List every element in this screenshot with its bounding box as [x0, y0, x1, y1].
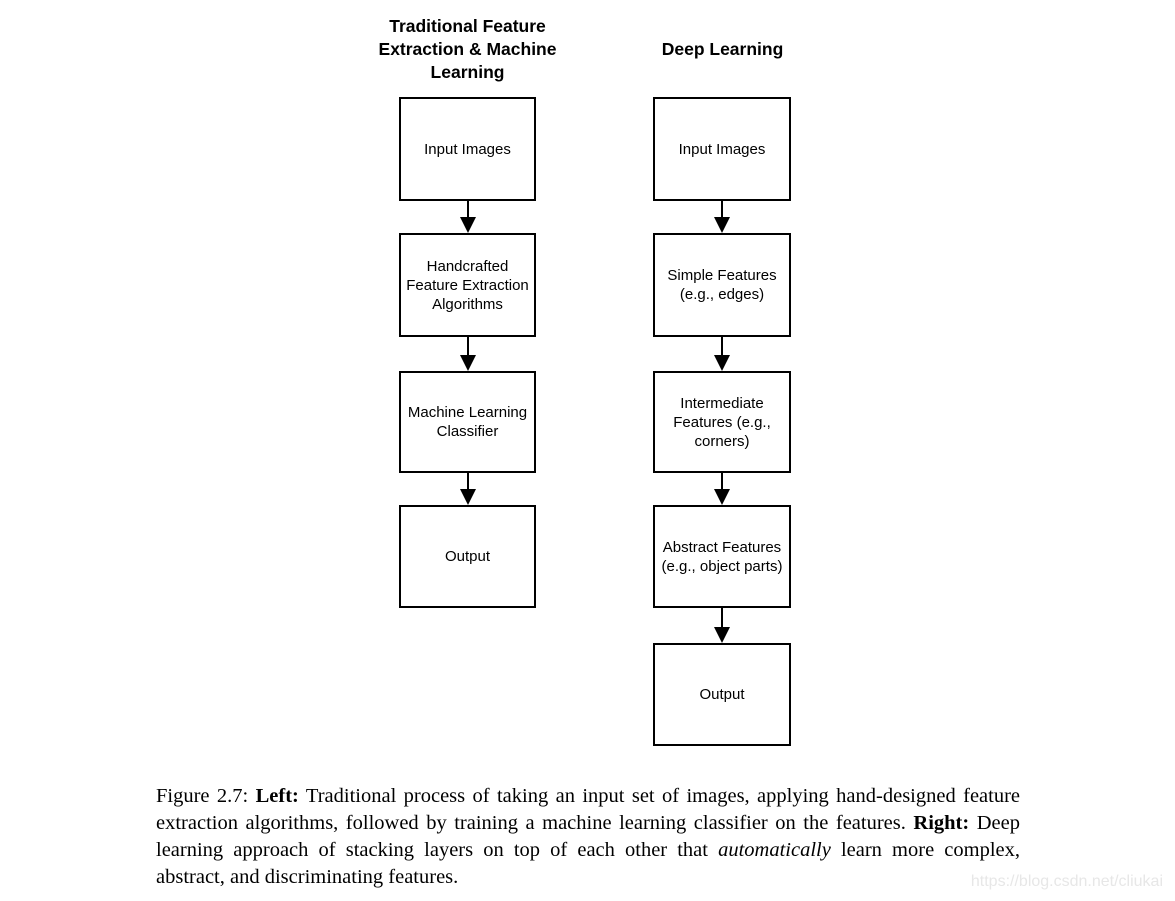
arrow-head-icon — [714, 355, 730, 371]
arrow-shaft — [721, 473, 723, 492]
flow-box-machine-learning-classifier: Machine Learning Classifier — [399, 371, 536, 473]
arrow-shaft — [467, 473, 469, 492]
arrow-head-icon — [460, 217, 476, 233]
caption-italic-word: automatically — [718, 839, 831, 861]
flow-arrow — [714, 473, 730, 505]
watermark-url: https://blog.csdn.net/cliukai — [970, 873, 1163, 890]
arrow-head-icon — [714, 627, 730, 643]
caption-right-label: Right: — [913, 812, 970, 834]
flow-box-traditional-output: Output — [399, 505, 536, 608]
caption-left-text: Traditional process of taking an input s… — [156, 785, 1021, 834]
caption-figure-label: Figure 2.7: — [156, 785, 256, 807]
flow-box-deep-input-images: Input Images — [653, 97, 791, 201]
flow-box-simple-features: Simple Features (e.g., edges) — [653, 233, 791, 337]
arrow-shaft — [721, 337, 723, 358]
flow-box-intermediate-features: Intermediate Features (e.g., corners) — [653, 371, 791, 473]
flow-arrow — [460, 201, 476, 233]
caption-left-label: Left: — [255, 785, 299, 807]
arrow-shaft — [721, 201, 723, 220]
arrow-shaft — [467, 201, 469, 220]
caption-right-text-pre: Deep learning approach of stacking layer… — [156, 812, 1020, 861]
arrow-head-icon — [714, 489, 730, 505]
figure-caption: Figure 2.7: Left: Traditional process of… — [156, 783, 1020, 891]
arrow-head-icon — [460, 489, 476, 505]
flow-box-handcrafted-feature-extraction: Handcrafted Feature Extraction Algorithm… — [399, 233, 536, 337]
flow-arrow — [714, 337, 730, 371]
flow-box-abstract-features: Abstract Features (e.g., object parts) — [653, 505, 791, 608]
arrow-shaft — [467, 337, 469, 358]
arrow-shaft — [721, 608, 723, 630]
flow-arrow — [714, 201, 730, 233]
arrow-head-icon — [460, 355, 476, 371]
right-column-title: Deep Learning — [661, 39, 784, 59]
caption-right-text-post: learn more complex, abstract, and discri… — [156, 839, 1021, 888]
flow-arrow — [460, 337, 476, 371]
flow-arrow — [714, 608, 730, 643]
left-column-title: Traditional Feature Extraction & Machine… — [378, 16, 557, 82]
arrow-head-icon — [714, 217, 730, 233]
flow-arrow — [460, 473, 476, 505]
flow-box-deep-output: Output — [653, 643, 791, 746]
flow-box-traditional-input-images: Input Images — [399, 97, 536, 201]
